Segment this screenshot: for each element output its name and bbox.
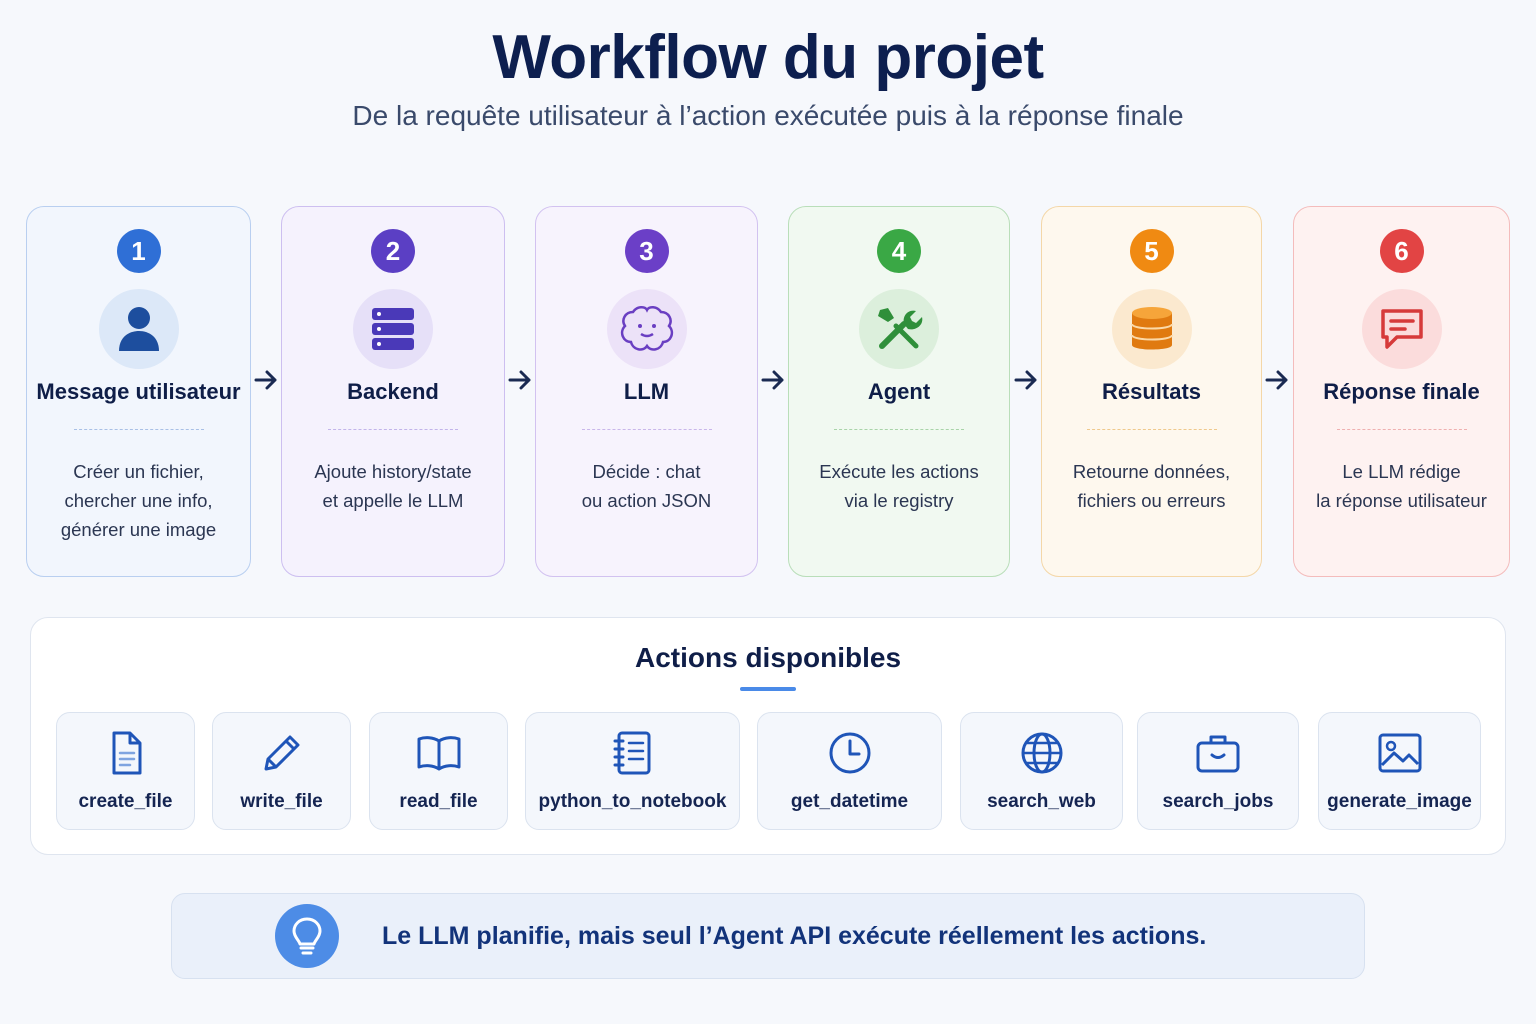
- step-number: 1: [116, 229, 161, 273]
- info-banner: Le LLM planifie, mais seul l’Agent API e…: [171, 893, 1365, 979]
- book-icon: [417, 736, 460, 771]
- step-title: Backend: [347, 379, 439, 404]
- action-generate-image[interactable]: generate_image: [1318, 712, 1481, 830]
- action-write-file[interactable]: write_file: [212, 712, 351, 830]
- tools-icon: [859, 289, 939, 369]
- divider: [73, 429, 204, 430]
- action-label: write_file: [240, 791, 323, 812]
- action-search-web[interactable]: search_web: [960, 712, 1123, 830]
- clock-icon: [829, 732, 870, 774]
- file-icon: [112, 731, 141, 775]
- actions-title: Actions disponibles: [634, 642, 902, 673]
- divider: [328, 429, 458, 430]
- step-number: 6: [1379, 229, 1424, 273]
- divider: [1086, 429, 1217, 430]
- step-number: 4: [877, 229, 921, 273]
- step-title: Réponse finale: [1323, 379, 1480, 404]
- step-title: Agent: [867, 379, 931, 404]
- divider: [581, 429, 712, 430]
- globe-icon: [1021, 732, 1062, 774]
- briefcase-icon: [1196, 735, 1240, 773]
- action-label: get_datetime: [790, 791, 909, 812]
- chat-icon: [1361, 289, 1442, 369]
- step-description: Créer un fichier,chercher une info,génér…: [60, 461, 217, 540]
- step-number: 5: [1129, 229, 1174, 273]
- info-text: Le LLM planifie, mais seul l’Agent API e…: [382, 922, 1207, 950]
- divider: [1336, 429, 1467, 430]
- action-create-file[interactable]: create_file: [56, 712, 195, 830]
- notebook-icon: [613, 731, 650, 775]
- user-icon: [98, 289, 179, 369]
- arrow-right-icon: [1014, 370, 1037, 390]
- action-read-file[interactable]: read_file: [369, 712, 508, 830]
- image-icon: [1378, 733, 1421, 773]
- action-search-jobs[interactable]: search_jobs: [1137, 712, 1299, 830]
- workflow-steps: 1 Message utilisateur Créer un fichier,c…: [0, 206, 1536, 578]
- brain-icon: [606, 289, 687, 369]
- database-icon: [1111, 289, 1192, 369]
- action-label: search_web: [987, 791, 1096, 812]
- step-number: 3: [624, 229, 669, 273]
- lightbulb-icon: [275, 904, 339, 968]
- arrow-right-icon: [761, 370, 784, 390]
- title-underline: [740, 687, 796, 691]
- action-get-datetime[interactable]: get_datetime: [757, 712, 942, 830]
- step-description: Retourne données,fichiers ou erreurs: [1072, 461, 1231, 511]
- step-card-message-utilisateur: 1 Message utilisateur Créer un fichier,c…: [26, 206, 251, 577]
- step-title: Résultats: [1101, 379, 1202, 404]
- server-icon: [353, 289, 433, 369]
- action-python-to-notebook[interactable]: python_to_notebook: [525, 712, 740, 830]
- arrow-right-icon: [508, 370, 531, 390]
- step-number: 2: [371, 229, 415, 273]
- step-card-resultats: 5 Résultats Retourne données,fichiers ou…: [1041, 206, 1262, 577]
- page-subtitle: De la requête utilisateur à l’action exé…: [352, 100, 1184, 131]
- arrow-right-icon: [254, 370, 277, 390]
- actions-panel: Actions disponibles create_file write_fi…: [30, 617, 1506, 855]
- pencil-icon: [264, 735, 299, 771]
- step-title: LLM: [623, 379, 670, 404]
- action-label: python_to_notebook: [538, 791, 727, 812]
- action-label: generate_image: [1327, 791, 1472, 812]
- action-label: read_file: [399, 791, 478, 812]
- page-title: Workflow du projet: [492, 23, 1044, 92]
- divider: [834, 429, 964, 430]
- step-title: Message utilisateur: [36, 379, 241, 404]
- action-label: search_jobs: [1162, 791, 1274, 812]
- action-label: create_file: [78, 791, 173, 812]
- arrow-right-icon: [1265, 370, 1288, 390]
